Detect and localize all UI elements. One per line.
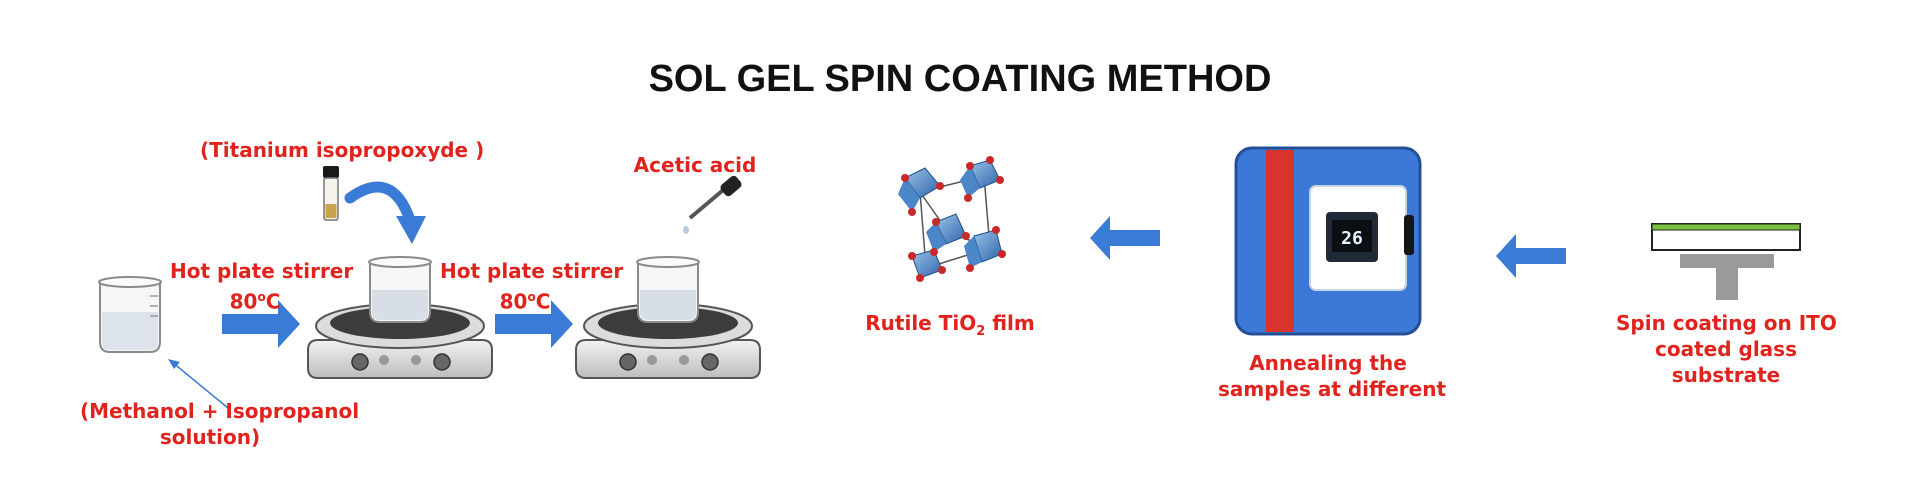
solution-label-line1: (Methanol + Isopropanol — [80, 399, 360, 423]
annealing-label-line1: Annealing the — [1249, 351, 1407, 375]
spin-coating-label: Spin coating on ITO coated glass substra… — [1616, 310, 1837, 388]
annealing-label-line2: samples at different — [1218, 377, 1447, 401]
hot-plate-stirrer-icon — [575, 256, 761, 379]
solution-label-line2: solution) — [159, 425, 261, 449]
stirrer-label-1: Hot plate stirrer 80oC — [170, 258, 354, 315]
left-arrow-icon — [1496, 234, 1566, 278]
stirrer-label-2-temp: 80oC — [440, 284, 610, 315]
stirrer-temp-unit: C — [535, 289, 551, 314]
stirrer-label-2-line1: Hot plate stirrer — [440, 259, 624, 283]
pointer-arrow-icon — [168, 359, 229, 409]
oven-display: 26 — [1341, 228, 1363, 249]
stirrer-label-2: Hot plate stirrer 80oC — [440, 258, 624, 315]
right-arrow-icon — [495, 300, 573, 348]
beaker-icon — [98, 276, 162, 353]
diagram-title: SOL GEL SPIN COATING METHOD — [648, 58, 1272, 100]
rutile-label-text: Rutile TiO — [865, 311, 977, 335]
dropper-icon — [683, 175, 742, 234]
right-arrow-icon — [222, 300, 300, 348]
spin-coating-label-line1: Spin coating on ITO — [1616, 311, 1837, 335]
stirrer-temp-value: 80 — [499, 289, 528, 314]
stirrer-label-1-line1: Hot plate stirrer — [170, 259, 354, 283]
left-arrow-icon — [1090, 216, 1160, 260]
stirrer-temp-degree: o — [527, 290, 536, 304]
annealing-label: Annealing the samples at different — [1218, 350, 1447, 402]
solution-label: (Methanol + Isopropanol solution) — [80, 398, 360, 450]
spin-coating-label-line2: coated glass — [1655, 337, 1797, 361]
hot-plate-stirrer-icon — [307, 256, 493, 379]
rutile-film-label: Rutile TiO2 film — [860, 310, 1040, 345]
acetic-acid-label: Acetic acid — [633, 153, 757, 177]
stirrer-label-1-temp: 80oC — [170, 284, 340, 315]
curved-arrow-icon — [344, 181, 426, 244]
stirrer-temp-degree: o — [257, 290, 266, 304]
vial-icon — [323, 166, 339, 221]
spin-coating-label-line3: substrate — [1671, 363, 1781, 387]
stirrer-temp-value: 80 — [229, 289, 258, 314]
titanium-label: (Titanium isopropoxyde ) — [200, 138, 485, 162]
rutile-label-subscript: 2 — [976, 324, 986, 339]
annealing-oven-icon — [1234, 146, 1422, 336]
rutile-label-suffix: film — [985, 311, 1035, 335]
crystal-structure-icon — [898, 156, 1006, 282]
spin-coater-icon — [1651, 223, 1801, 300]
stirrer-temp-unit: C — [265, 289, 281, 314]
